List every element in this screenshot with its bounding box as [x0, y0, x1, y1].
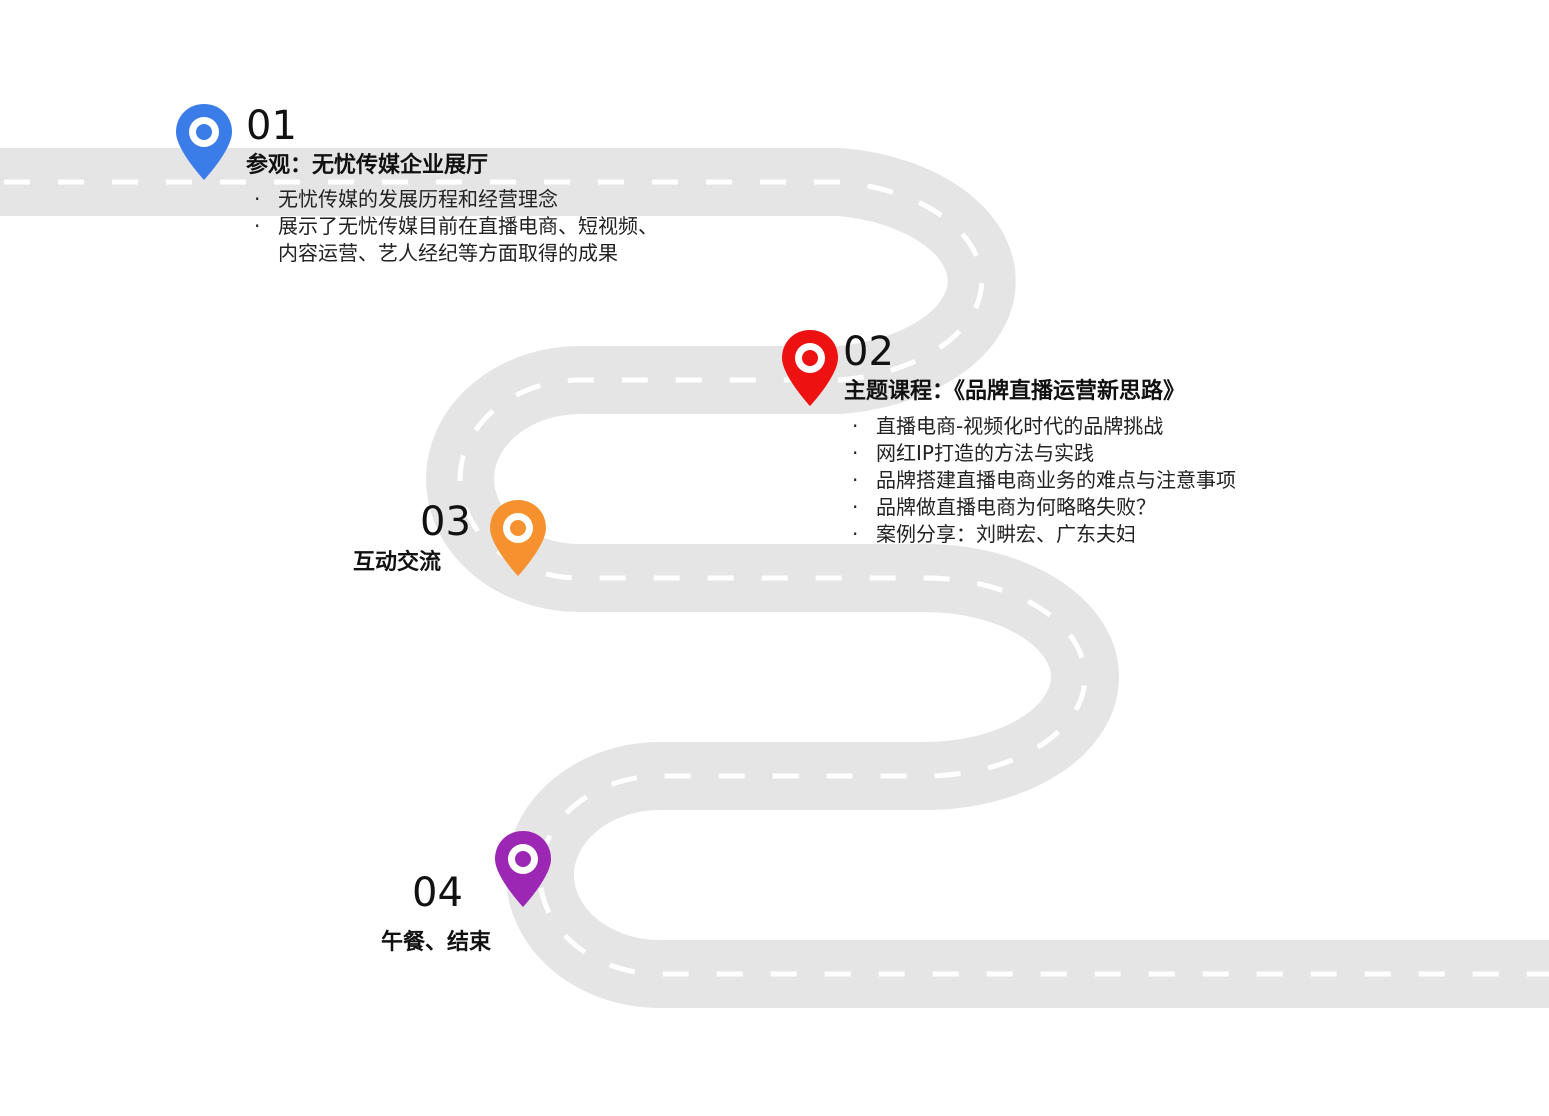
stop-01-number: 01	[246, 103, 297, 149]
bullet-text: 品牌做直播电商为何略略失败？	[876, 495, 1156, 519]
stop-01-bullet-list: · 无忧传媒的发展历程和经营理念 · 展示了无忧传媒目前在直播电商、短视频、内容运营…	[250, 186, 670, 267]
stop-03-number: 03	[420, 499, 471, 545]
bullet-dot: ·	[852, 495, 859, 519]
stop-02-number: 02	[843, 329, 894, 375]
list-item: · 直播电商-视频化时代的品牌挑战	[848, 413, 1268, 440]
location-pin-icon	[490, 500, 546, 576]
bullet-dot: ·	[254, 187, 261, 211]
bullet-text: 品牌搭建直播电商业务的难点与注意事项	[876, 468, 1236, 492]
road-lane-markings	[0, 179, 1549, 977]
stop-02-bullet-list: · 直播电商-视频化时代的品牌挑战 · 网红IP打造的方法与实践 · 品牌搭建直播电商…	[848, 413, 1268, 548]
bullet-text: 案例分享：刘畊宏、广东夫妇	[876, 522, 1136, 546]
bullet-text: 展示了无忧传媒目前在直播电商、短视频、内容运营、艺人经纪等方面取得的成果	[278, 214, 658, 265]
pin-03-center	[510, 520, 526, 536]
pin-04-center	[515, 851, 531, 867]
stop-01-title: 参观：无忧传媒企业展厅	[246, 153, 489, 178]
list-item: · 案例分享：刘畊宏、广东夫妇	[848, 521, 1268, 548]
location-pin-icon	[782, 330, 838, 406]
location-pin-icon	[495, 831, 551, 907]
bullet-text: 网红IP打造的方法与实践	[876, 441, 1094, 465]
bullet-dot: ·	[852, 522, 859, 546]
list-item: · 品牌做直播电商为何略略失败？	[848, 494, 1268, 521]
stop-04-title: 午餐、结束	[381, 930, 492, 955]
bullet-dot: ·	[852, 441, 859, 465]
pin-01-center	[196, 124, 212, 140]
bullet-dot: ·	[852, 414, 859, 438]
bullet-dot: ·	[852, 468, 859, 492]
pin-02-center	[802, 350, 818, 366]
stop-03-title: 互动交流	[353, 550, 442, 575]
stop-04-number: 04	[412, 870, 463, 916]
list-item: · 无忧传媒的发展历程和经营理念	[250, 186, 670, 213]
list-item: · 品牌搭建直播电商业务的难点与注意事项	[848, 467, 1268, 494]
bullet-dot: ·	[254, 214, 261, 238]
location-pin-icon	[176, 104, 232, 180]
stop-02-title: 主题课程：《品牌直播运营新思路》	[844, 379, 1186, 404]
list-item: · 展示了无忧传媒目前在直播电商、短视频、内容运营、艺人经纪等方面取得的成果	[250, 213, 670, 267]
bullet-text: 直播电商-视频化时代的品牌挑战	[876, 414, 1164, 438]
list-item: · 网红IP打造的方法与实践	[848, 440, 1268, 467]
bullet-text: 无忧传媒的发展历程和经营理念	[278, 187, 558, 211]
